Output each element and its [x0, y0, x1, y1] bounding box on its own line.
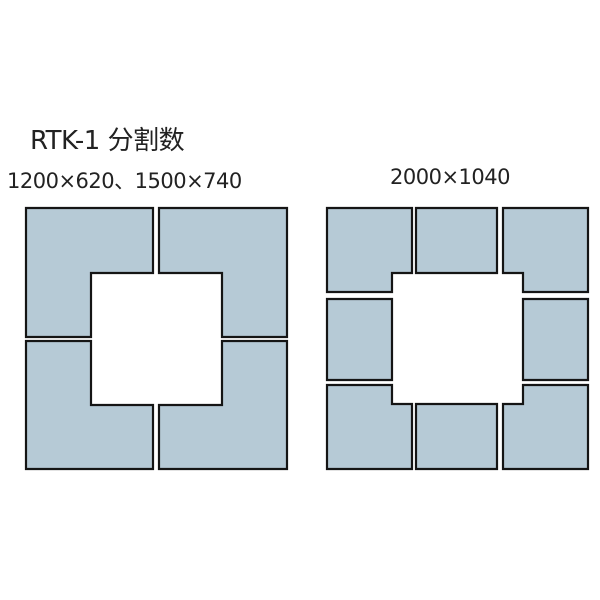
- panel-corner-bottom-right: [501, 383, 590, 471]
- panel-corner-bottom-left: [325, 383, 414, 471]
- eight-piece-size-label: 2000×1040: [390, 165, 510, 189]
- panel-middle-right: [521, 297, 590, 382]
- four-piece-size-label: 1200×620、1500×740: [7, 169, 242, 193]
- four-piece-diagram: [24, 206, 289, 471]
- panel-bottom-middle: [414, 402, 499, 471]
- panel-bottom-left: [24, 339, 155, 471]
- eight-piece-diagram: [325, 206, 590, 471]
- panel-middle-left: [325, 297, 394, 382]
- panel-top-right: [157, 206, 289, 339]
- panel-corner-top-left: [325, 206, 414, 294]
- panel-top-left: [24, 206, 155, 339]
- diagram-title: RTK-1 分割数: [30, 126, 185, 156]
- panel-corner-top-right: [501, 206, 590, 294]
- panel-bottom-right: [157, 339, 289, 471]
- panel-top-middle: [414, 206, 499, 275]
